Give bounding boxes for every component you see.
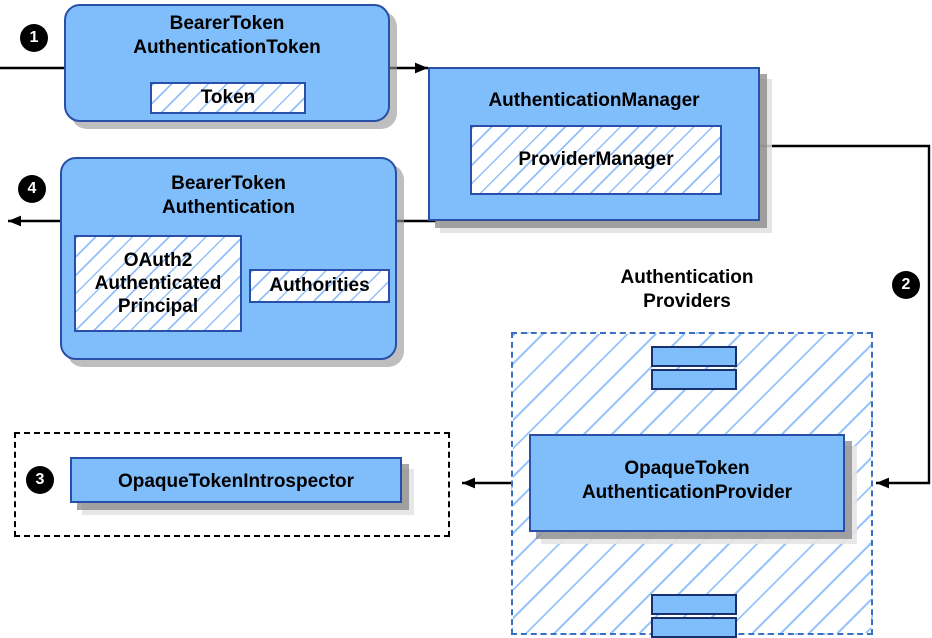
oauth2-authenticated-principal-label: OAuth2 Authenticated Principal	[94, 249, 222, 318]
opaque-token-introspector-title: OpaqueTokenIntrospector	[117, 471, 355, 492]
bearer-token-authentication-token-card[interactable]: BearerToken AuthenticationToken Token	[64, 4, 390, 122]
bearer-token-authentication-title: BearerToken Authentication	[162, 173, 295, 219]
provider-bar-top-1	[651, 346, 737, 367]
authorities-box: Authorities	[249, 269, 390, 303]
step-badge-1: 1	[21, 25, 47, 51]
authorities-label: Authorities	[269, 275, 370, 297]
step-badge-4: 4	[19, 176, 45, 202]
token-label: Token	[200, 87, 256, 109]
provider-bar-top-2	[651, 369, 737, 390]
authentication-manager-title: AuthenticationManager	[488, 90, 700, 111]
provider-manager-label: ProviderManager	[518, 149, 674, 171]
line-manager-to-provider	[760, 144, 931, 489]
token-box: Token	[150, 82, 306, 114]
provider-manager-box: ProviderManager	[470, 125, 722, 195]
step-badge-3: 3	[27, 467, 53, 493]
bearer-token-authentication-card[interactable]: BearerToken Authentication OAuth2 Authen…	[60, 157, 397, 360]
authentication-providers-label: Authentication Providers	[620, 267, 754, 313]
opaque-token-introspector-card[interactable]: OpaqueTokenIntrospector	[70, 457, 402, 503]
step-badge-2: 2	[893, 272, 919, 298]
opaque-token-authentication-provider-title: OpaqueToken AuthenticationProvider	[581, 458, 793, 504]
authentication-manager-card[interactable]: AuthenticationManager ProviderManager	[428, 67, 760, 221]
bearer-token-authentication-token-title: BearerToken AuthenticationToken	[133, 13, 321, 59]
opaque-token-authentication-provider-card[interactable]: OpaqueToken AuthenticationProvider	[529, 434, 845, 532]
provider-bar-bottom-1	[651, 594, 737, 615]
oauth2-authenticated-principal-box: OAuth2 Authenticated Principal	[74, 235, 242, 332]
